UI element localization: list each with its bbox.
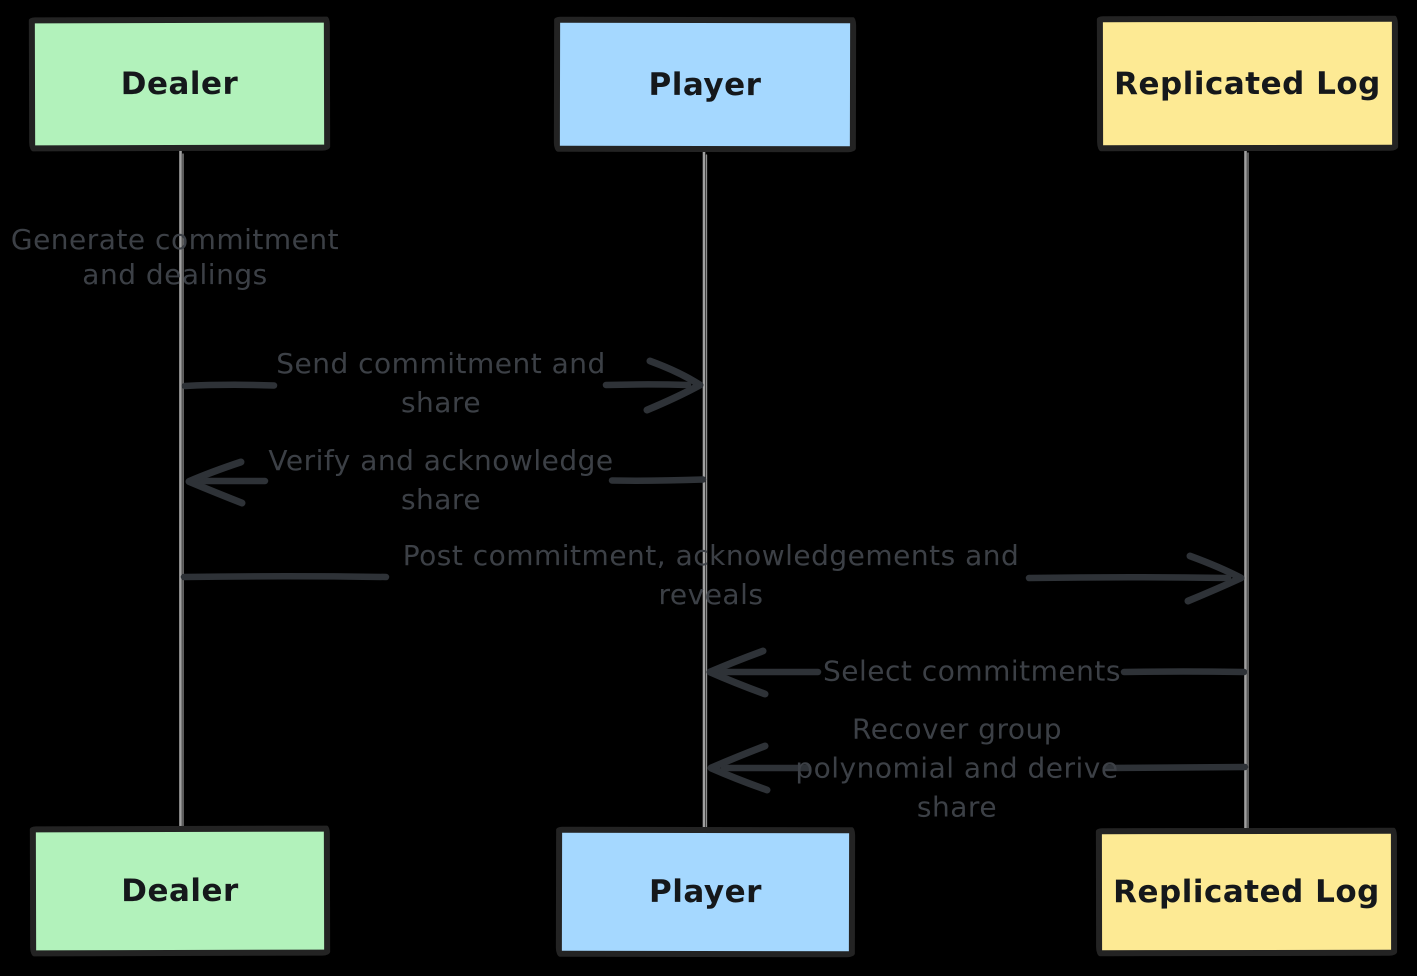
actor-label-dealer: Dealer <box>121 872 239 910</box>
arrow-shaft-right <box>602 381 692 389</box>
arrowhead-icon <box>643 357 704 414</box>
arrowhead-icon <box>185 458 246 507</box>
arrow-send-commitment-and-share <box>181 357 704 414</box>
actor-box-replicated-log-top: Replicated Log <box>1096 15 1399 152</box>
message-label-recover-group-polynomial: Recover group polynomial and derive shar… <box>795 712 1119 824</box>
arrowhead-icon <box>706 647 769 698</box>
arrow-shaft-left <box>180 573 390 581</box>
lifeline-player <box>702 150 708 830</box>
message-label-select-commitments: Select commitments <box>823 654 1121 688</box>
note-generate-commitment-and-dealings: Generate commitment and dealings <box>10 223 340 291</box>
arrow-post-commitment-acknowledgements-reveals <box>180 552 1245 605</box>
actor-box-player-bottom: Player <box>555 826 856 958</box>
lifeline-dealer <box>179 149 184 829</box>
message-label-post-commitment-acknowledgements-reveals: Post commitment, acknowledgements and re… <box>402 539 1020 611</box>
arrow-shaft-left <box>181 381 278 390</box>
actor-label-replicated-log: Replicated Log <box>1114 65 1381 102</box>
arrowhead-icon <box>1184 552 1245 605</box>
actor-box-player-top: Player <box>553 16 857 153</box>
arrow-shaft-right <box>1102 763 1249 772</box>
arrow-shaft-right <box>1025 574 1232 582</box>
actor-label-player: Player <box>648 66 762 103</box>
arrowhead-icon <box>707 742 771 794</box>
arrow-recover-group-polynomial <box>707 742 1249 794</box>
arrow-verify-and-acknowledge-share <box>185 458 707 507</box>
actor-label-player: Player <box>649 873 762 911</box>
actor-box-replicated-log-bottom: Replicated Log <box>1095 827 1398 957</box>
lifeline-replicated-log <box>1244 148 1249 831</box>
message-label-verify-and-acknowledge-share: Verify and acknowledge share <box>268 444 614 516</box>
arrow-select-commitments <box>706 647 1248 698</box>
arrow-shaft-right <box>608 476 707 484</box>
actor-box-dealer-top: Dealer <box>28 16 331 152</box>
actor-box-dealer-bottom: Dealer <box>29 825 331 957</box>
actor-label-replicated-log: Replicated Log <box>1113 873 1380 911</box>
message-label-send-commitment-and-share: Send commitment and share <box>276 347 606 419</box>
actor-label-dealer: Dealer <box>120 65 239 103</box>
